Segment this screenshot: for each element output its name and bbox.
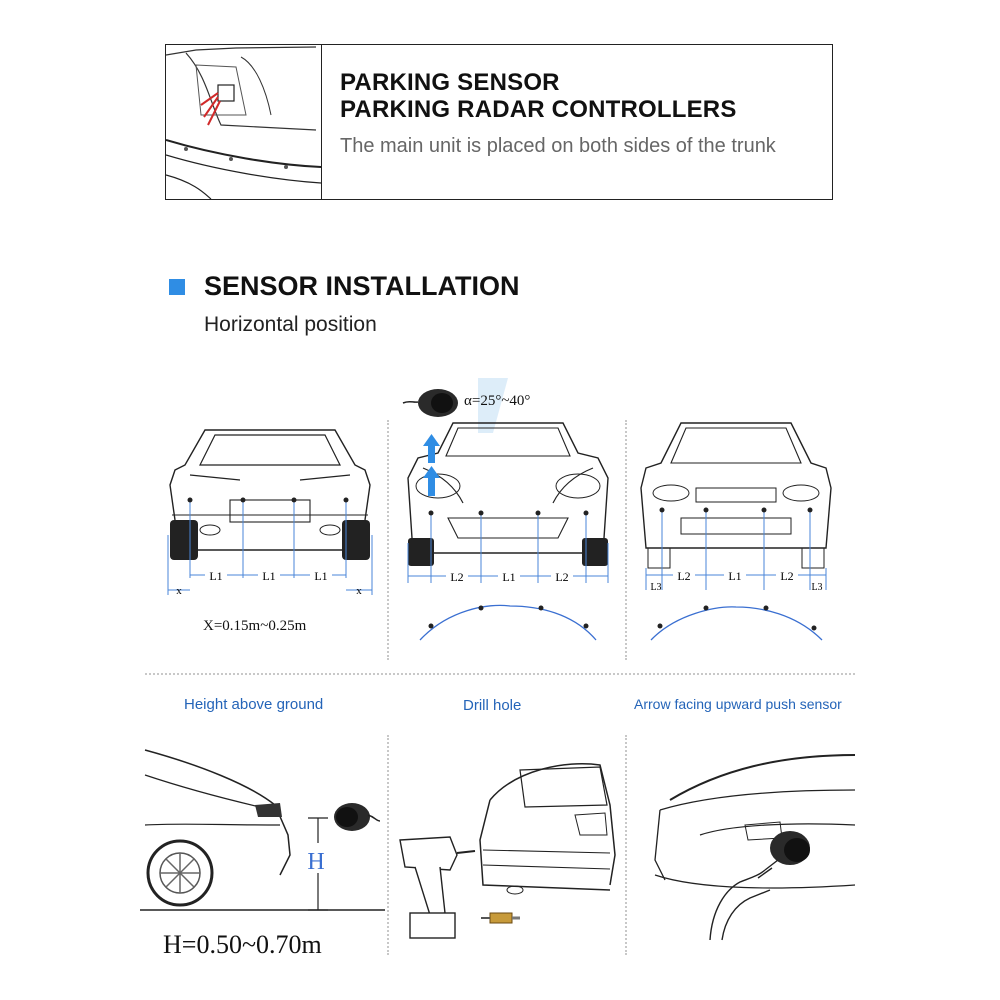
divider-vertical-2: [625, 420, 627, 660]
hole-saw-icon: [481, 912, 520, 924]
dim-label-rear-x: x: [176, 585, 182, 597]
rear-car-diagram: L1 L1 L1 x x: [167, 429, 373, 597]
angle-label: α=25°~40°: [464, 393, 531, 409]
dim-label-front: L2: [555, 570, 568, 584]
dim-label-rear: L1: [314, 569, 327, 583]
section-marker-icon: [169, 279, 185, 295]
push-illustration: [654, 754, 855, 941]
header-box: [165, 44, 833, 200]
divider-horizontal: [145, 673, 855, 675]
dim-label-rear-x: x: [356, 585, 362, 597]
dim-label-sedan: L2: [677, 569, 690, 583]
height-illustration: H: [140, 749, 385, 911]
height-formula: H=0.50~0.70m: [163, 930, 322, 959]
caption-push: Arrow facing upward push sensor: [634, 696, 842, 712]
caption-height: Height above ground: [184, 696, 324, 713]
hand-icon: [709, 859, 779, 941]
trunk-illustration: [166, 46, 321, 199]
header-subtitle: The main unit is placed on both sides of…: [340, 135, 776, 157]
dim-label-sedan-l3: L3: [811, 582, 822, 593]
sensor-icon: [770, 831, 810, 865]
caption-drill: Drill hole: [463, 697, 522, 714]
x-formula: X=0.15m~0.25m: [203, 618, 307, 634]
dim-label-rear: L1: [262, 569, 275, 583]
height-label: H: [307, 849, 324, 875]
title-line-1: PARKING SENSOR: [340, 69, 560, 96]
drill-illustration: [399, 763, 616, 939]
dim-label-sedan: L1: [728, 569, 741, 583]
title-line-2: PARKING RADAR CONTROLLERS: [340, 96, 737, 123]
front-car-diagram: L2 L1 L2: [402, 378, 609, 641]
dim-label-front: L2: [450, 570, 463, 584]
dim-label-rear: L1: [209, 569, 222, 583]
section-title: SENSOR INSTALLATION: [204, 271, 520, 301]
section-subtitle: Horizontal position: [204, 313, 377, 336]
dim-label-front: L1: [502, 570, 515, 584]
sensor-icon: [334, 803, 381, 831]
divider-vertical-1: [387, 420, 389, 660]
header-divider: [321, 44, 322, 200]
drill-icon: [399, 836, 476, 939]
dim-label-sedan-l3: L3: [650, 582, 661, 593]
divider-vertical-3: [387, 735, 389, 955]
divider-vertical-4: [625, 735, 627, 955]
sensor-icon: [402, 389, 458, 417]
dim-label-sedan: L2: [780, 569, 793, 583]
sedan-diagram: L2 L1 L2 L3 L3: [640, 422, 832, 641]
